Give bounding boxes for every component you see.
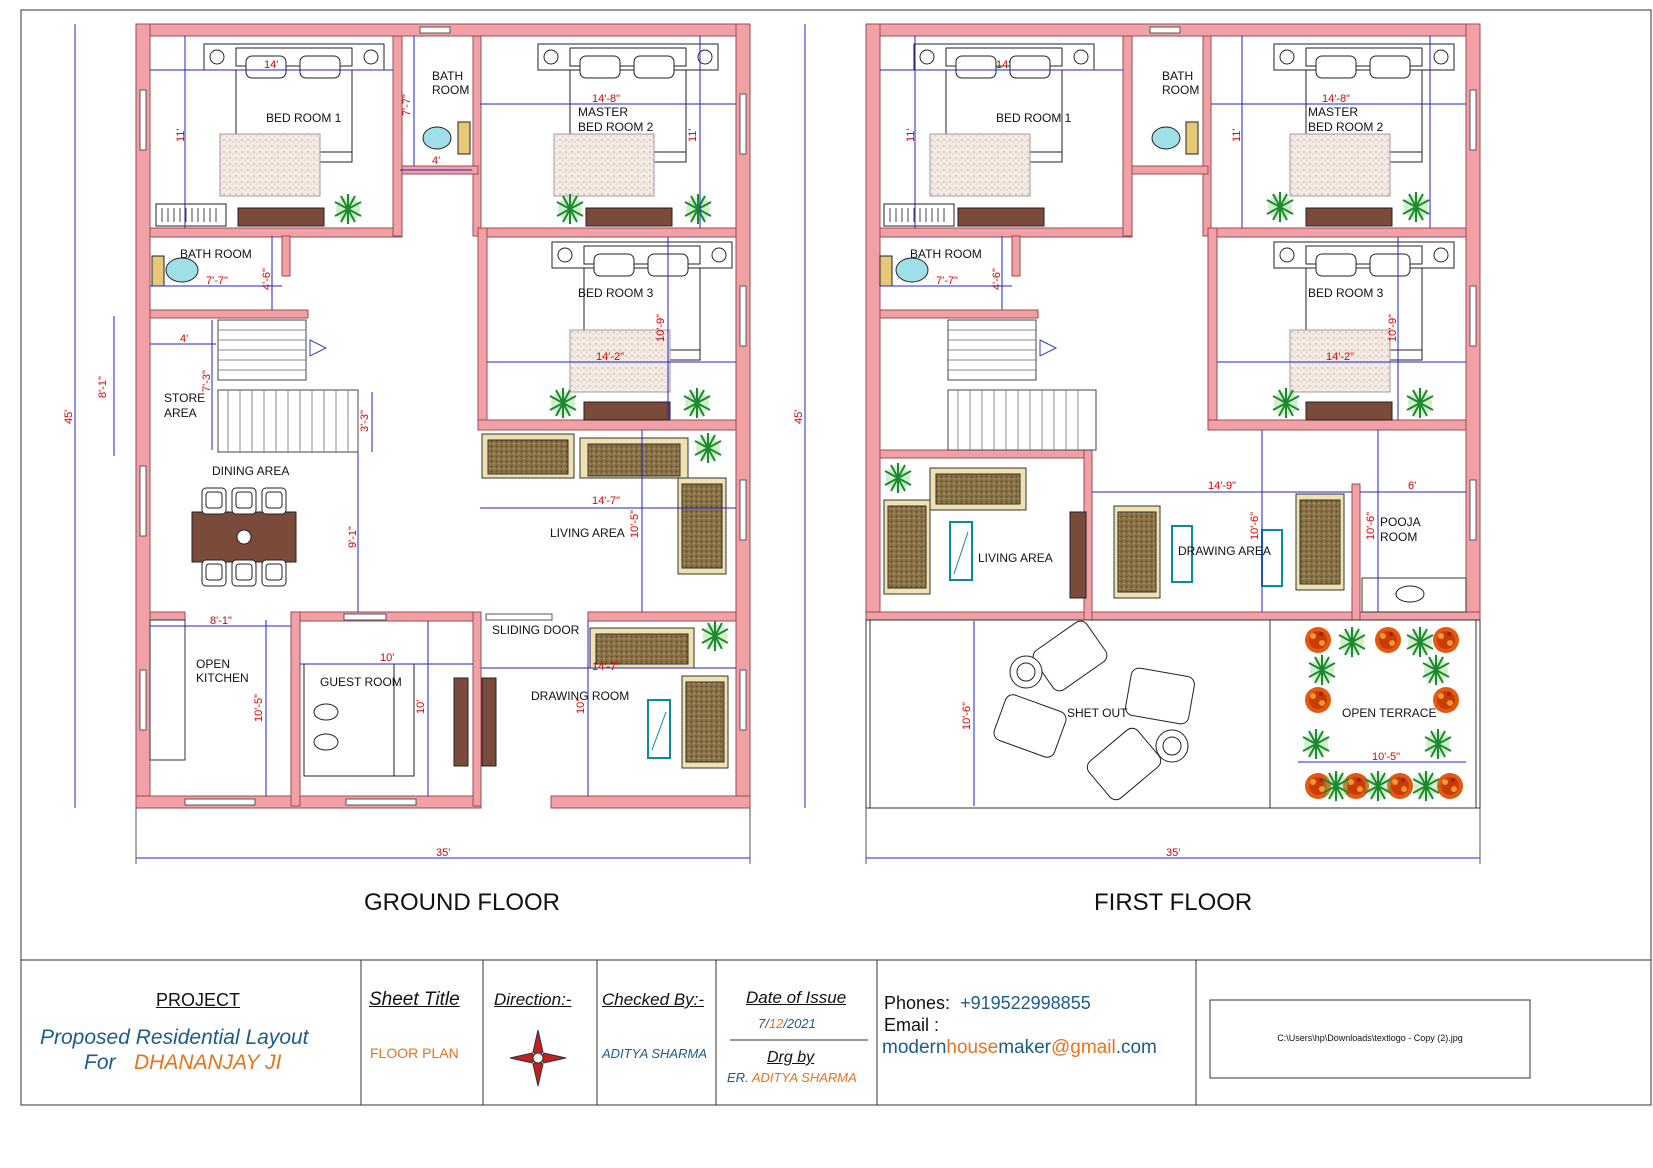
ff-shet-out-label: SHET OUT: [1067, 706, 1128, 720]
project-for: For: [84, 1051, 116, 1074]
gf-dim-total-h: 45': [63, 410, 75, 424]
gf-kitchen-label-a: OPEN: [196, 657, 230, 671]
gf-dim-guest-w: 10': [380, 652, 394, 664]
sheet-title-value: FLOOR PLAN: [370, 1045, 459, 1061]
gf-kitchen-label-b: KITCHEN: [196, 671, 249, 685]
ff-dim-total-h: 45': [793, 410, 805, 424]
ff-bed1-label: BED ROOM 1: [996, 111, 1072, 125]
gf-living-label: LIVING AREA: [550, 526, 625, 540]
ff-dim-master-h: 11': [1231, 128, 1243, 142]
gf-dim-bed3-w: 14'-2": [596, 351, 624, 363]
gf-dim-master-w: 14'-8": [592, 93, 620, 105]
gf-store-label-b: AREA: [164, 406, 197, 420]
gf-dim-total-w: 35': [436, 847, 450, 859]
gf-store-label-a: STORE: [164, 391, 205, 405]
gf-dim-master-h: 11': [687, 128, 699, 142]
first-floor-plan: BED ROOM 1 BATH ROOM MASTER BED ROOM 2 B…: [793, 23, 1481, 916]
gf-dim-dining-h: 9'-1": [347, 526, 359, 548]
ff-dim-drawing-w: 14'-9": [1208, 480, 1236, 492]
ff-bath1-label-b: ROOM: [1162, 83, 1199, 97]
ff-dim-bed3-w: 14'-2": [1326, 351, 1354, 363]
gf-bed3-label: BED ROOM 3: [578, 286, 654, 300]
gf-bed1-label: BED ROOM 1: [266, 111, 342, 125]
logo-placeholder-path: C:\Users\hp\Downloads\textlogo - Copy (2…: [1277, 1033, 1463, 1043]
ff-dim-bed1-h: 11': [905, 128, 917, 142]
gf-dim-stair2-h: 3'-3": [359, 410, 371, 432]
date-of-issue-label: Date of Issue: [746, 988, 847, 1007]
ground-floor-title: GROUND FLOOR: [364, 889, 560, 916]
email-value[interactable]: modernhousemaker@gmail.com: [882, 1037, 1157, 1058]
ff-dim-terrace-w: 10'-5": [1372, 751, 1400, 763]
ff-dim-bed1-w: 14': [996, 59, 1010, 71]
ff-pooja-label-b: ROOM: [1380, 530, 1417, 544]
gf-dim-bath2-w: 7'-7": [206, 275, 228, 287]
ff-bath1-label-a: BATH: [1162, 69, 1193, 83]
gf-dim-bed3-h: 10'-9": [655, 314, 667, 342]
checked-by-value: ADITYA SHARMA: [602, 1046, 707, 1061]
ff-dim-master-w: 14'-8": [1322, 93, 1350, 105]
gf-dim-stair-h: 7'-3": [201, 370, 213, 392]
ff-dim-pooja-h: 10'-6": [1365, 512, 1377, 540]
project-label: PROJECT: [156, 990, 241, 1010]
gf-drawing-label: DRAWING ROOM: [531, 689, 629, 703]
ff-dim-bed3-h: 10'-9": [1387, 314, 1399, 342]
gf-bath1-label-a: BATH: [432, 69, 463, 83]
gf-bath1-label-b: ROOM: [432, 83, 469, 97]
gf-dim-store-h: 8'-1": [97, 376, 109, 398]
ground-floor-plan: BED ROOM 1 BATH ROOM MASTER BED ROOM 2 B…: [63, 23, 751, 916]
gf-dim-bath1-h: 7'-7": [401, 94, 413, 116]
gf-dim-drawing-w: 14'-7": [592, 661, 620, 673]
ff-bed3-label: BED ROOM 3: [1308, 286, 1384, 300]
email-label: Email :: [884, 1015, 940, 1035]
gf-master-label-a: MASTER: [578, 105, 628, 119]
gf-dim-drawing-h: 10': [575, 700, 587, 714]
ff-bath2-label: BATH ROOM: [910, 247, 982, 261]
gf-dim-kitchen-h: 10'-5": [253, 694, 265, 722]
gf-dim-bath2-h: 4'-6": [261, 268, 273, 290]
project-name: Proposed Residential Layout: [40, 1026, 309, 1049]
gf-sliding-door-label: SLIDING DOOR: [492, 623, 580, 637]
ff-dim-bath2-w: 7'-7": [936, 275, 958, 287]
checked-by-label: Checked By:-: [602, 990, 705, 1009]
ff-master-label-b: BED ROOM 2: [1308, 120, 1384, 134]
ff-drawing-label: DRAWING AREA: [1178, 544, 1271, 558]
date-of-issue-value: 7/12/2021: [758, 1016, 816, 1031]
gf-guest-label: GUEST ROOM: [320, 675, 402, 689]
sheet-title-label: Sheet Title: [369, 989, 460, 1010]
ff-dim-shet-h: 10'-6": [961, 702, 973, 730]
drg-by-value: ER. ADITYA SHARMA: [727, 1070, 857, 1085]
gf-dim-guest-h: 10': [415, 700, 427, 714]
gf-dim-bed1-w: 14': [264, 59, 278, 71]
gf-dim-bed1-h: 11': [175, 128, 187, 142]
ff-dim-drawing-h: 10'-6": [1249, 512, 1261, 540]
gf-dim-stair-w: 4': [180, 333, 188, 345]
gf-bath2-label: BATH ROOM: [180, 247, 252, 261]
project-client: DHANANJAY JI: [134, 1051, 282, 1074]
ff-dim-pooja-w: 6': [1408, 480, 1416, 492]
ff-living-label: LIVING AREA: [978, 551, 1053, 565]
ff-dim-total-w: 35': [1166, 847, 1180, 859]
gf-dim-living-h: 10'-5": [629, 510, 641, 538]
ff-dim-bath2-h: 4'-6": [991, 268, 1003, 290]
direction-label: Direction:-: [494, 990, 572, 1009]
ff-terrace-label: OPEN TERRACE: [1342, 706, 1436, 720]
gf-dim-kitchen-w: 8'-1": [210, 615, 232, 627]
first-floor-title: FIRST FLOOR: [1094, 889, 1252, 916]
gf-dim-bath1-w: 4': [432, 155, 440, 167]
gf-dim-living-w: 14'-7": [592, 495, 620, 507]
gf-dining-label: DINING AREA: [212, 464, 289, 478]
ff-master-label-a: MASTER: [1308, 105, 1358, 119]
drg-by-label: Drg by: [767, 1049, 815, 1066]
phones-row: Phones: +919522998855: [884, 993, 1091, 1013]
compass-icon: [509, 1029, 567, 1087]
gf-master-label-b: BED ROOM 2: [578, 120, 654, 134]
ff-pooja-label-a: POOJA: [1380, 515, 1421, 529]
